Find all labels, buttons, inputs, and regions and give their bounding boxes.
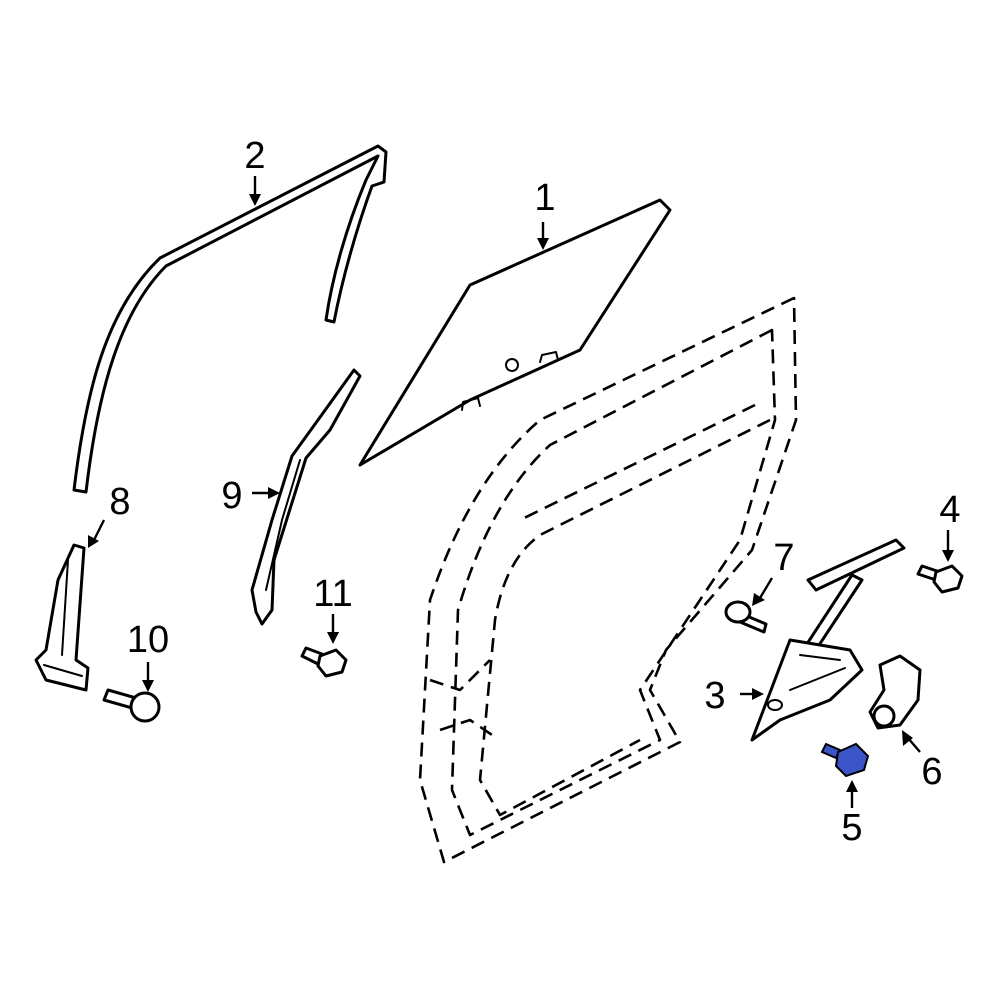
window-motor[interactable] (868, 654, 922, 730)
door-shell-outline (418, 296, 798, 864)
callout-8: 8 (109, 481, 130, 523)
screw-7[interactable] (724, 600, 768, 634)
bolt-5-shank (820, 742, 842, 760)
guide-bracket[interactable] (34, 543, 90, 692)
callout-11: 11 (313, 573, 352, 615)
door-glass[interactable] (358, 198, 672, 467)
callout-3: 3 (704, 675, 725, 717)
callout-5: 5 (841, 807, 862, 849)
bolt-4[interactable] (916, 564, 964, 594)
bolt-11[interactable] (300, 646, 348, 678)
callout-arrows (88, 176, 954, 808)
callout-10: 10 (127, 619, 169, 661)
window-regulator[interactable] (750, 538, 906, 742)
bolt-5-head (834, 742, 870, 778)
callout-9: 9 (221, 475, 242, 517)
bolt-5-highlighted[interactable] (820, 742, 870, 778)
callout-7: 7 (773, 537, 794, 579)
division-channel[interactable] (250, 368, 362, 626)
bolt-10[interactable] (102, 688, 161, 723)
callout-4: 4 (939, 489, 960, 531)
callout-1: 1 (534, 177, 555, 219)
callout-6: 6 (921, 751, 942, 793)
callout-labels: 1 2 3 4 5 6 7 8 9 10 11 (109, 135, 960, 849)
callout-2: 2 (244, 135, 265, 177)
glass-run-channel[interactable] (72, 144, 388, 494)
